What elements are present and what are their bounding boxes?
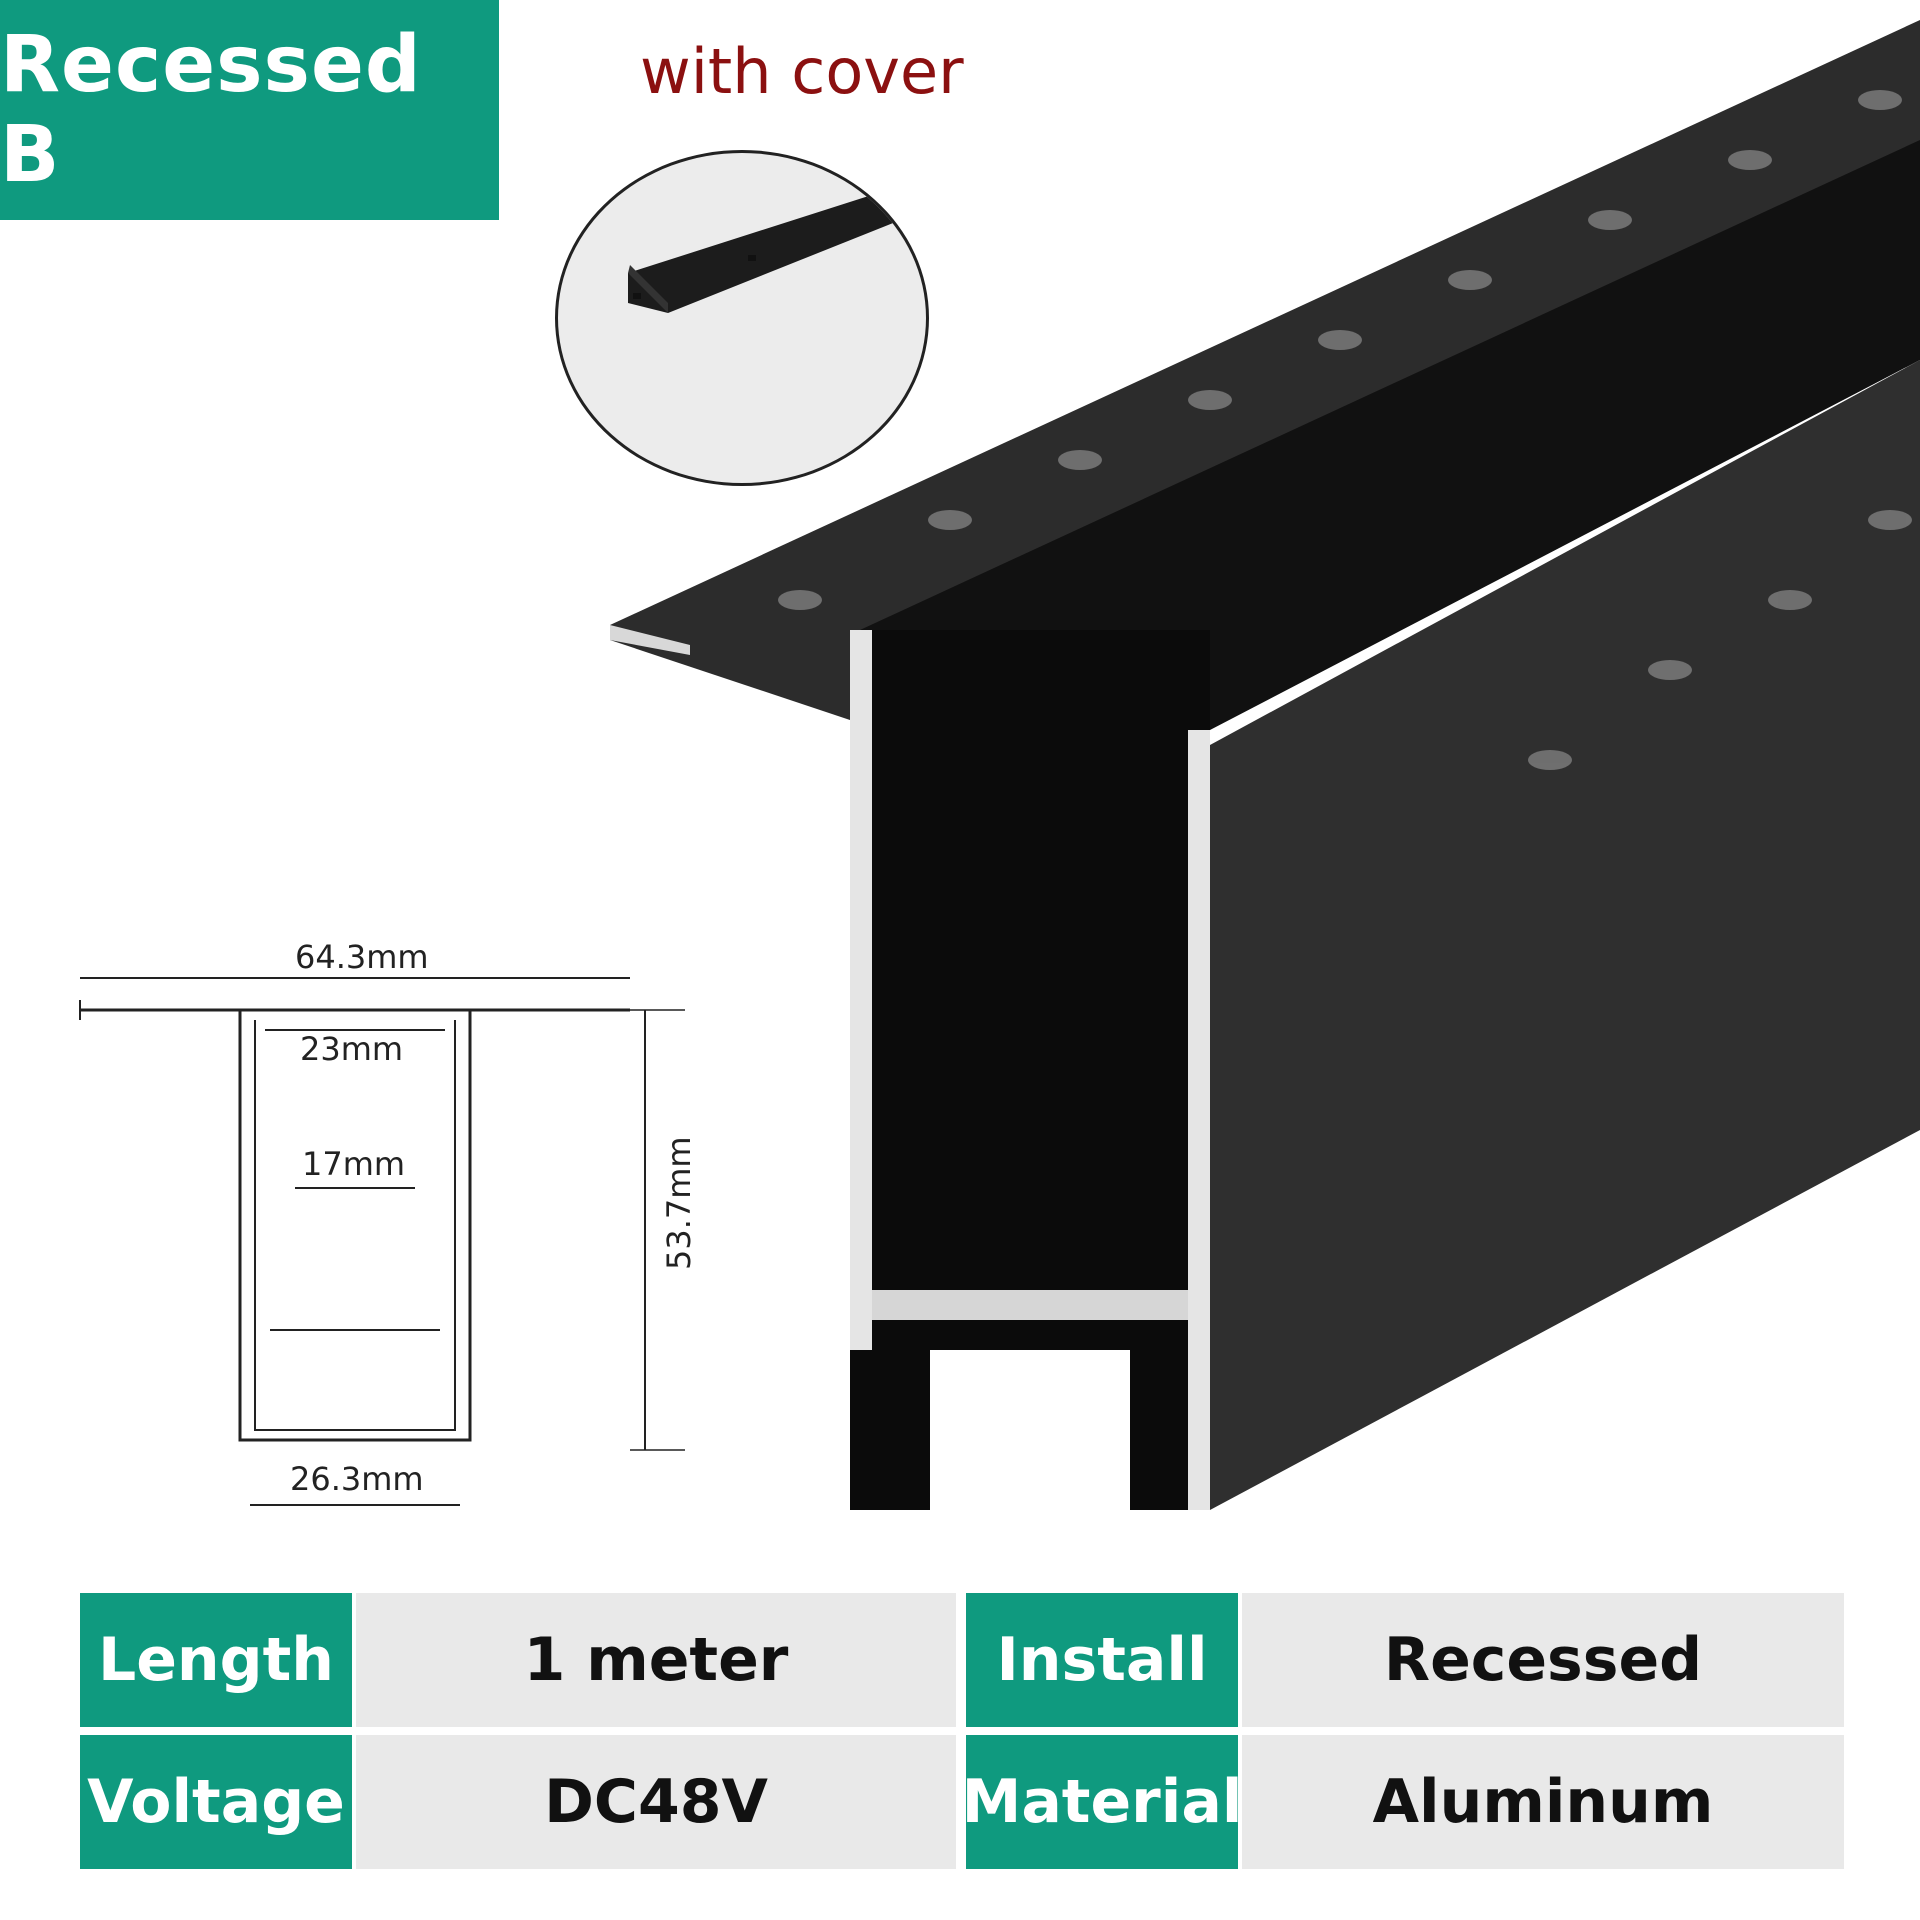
spec-value-voltage: DC48V	[356, 1735, 956, 1869]
spec-key-material: Material	[962, 1735, 1242, 1869]
spec-value-material: Aluminum	[1242, 1735, 1844, 1869]
spec-value-install: Recessed	[1242, 1593, 1844, 1727]
profile-dimension-drawing: 64.3mm 23mm 17mm 53.7mm 26.3mm	[79, 938, 698, 1506]
dim-total-width: 64.3mm	[295, 938, 429, 976]
cover-illustration	[628, 193, 918, 313]
dim-bottom-width: 26.3mm	[290, 1460, 424, 1498]
spec-value-length: 1 meter	[356, 1593, 956, 1727]
specs-table: Length 1 meter Install Recessed Voltage …	[80, 1593, 1844, 1873]
product-image	[610, 20, 1920, 1510]
cover-inset-image	[555, 150, 929, 486]
cover-label: with cover	[640, 35, 964, 108]
dim-inner-width: 17mm	[302, 1145, 405, 1183]
spec-key-install: Install	[966, 1593, 1238, 1727]
dim-height: 53.7mm	[660, 1136, 698, 1270]
title-badge: Recessed B	[0, 0, 499, 220]
title-text: Recessed B	[0, 20, 422, 200]
spec-key-voltage: Voltage	[80, 1735, 352, 1869]
dim-top-opening: 23mm	[300, 1030, 403, 1068]
spec-key-length: Length	[80, 1593, 352, 1727]
